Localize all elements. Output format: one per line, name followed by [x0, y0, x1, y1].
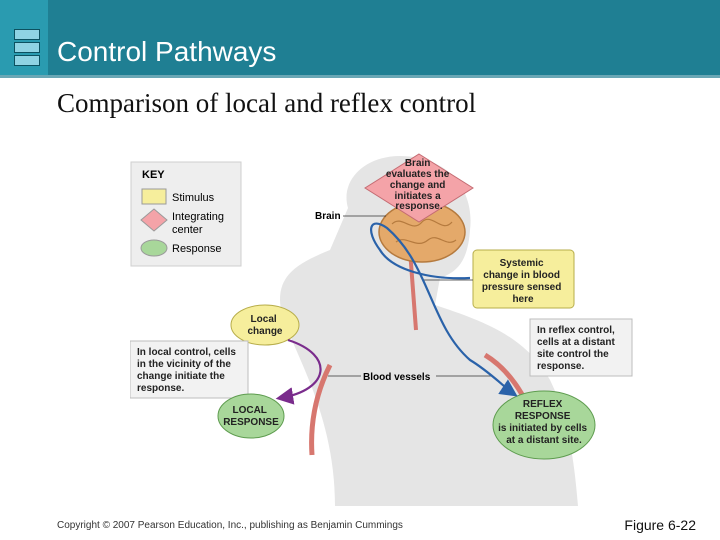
copyright-notice: Copyright © 2007 Pearson Education, Inc.… — [57, 520, 403, 531]
slide-title: Control Pathways — [57, 36, 277, 67]
integrating-key-swatch — [140, 208, 168, 232]
local-pathway-arrow — [275, 338, 322, 405]
brain-label: Brain — [315, 211, 341, 222]
local-change-label: Local change — [247, 314, 282, 337]
blood-vessels-label: Blood vessels — [363, 372, 431, 383]
reflex-response-label: REFLEX RESPONSE is initiated by cells at… — [498, 399, 590, 446]
brain-evaluates-label: Brain evaluates the change and initiates… — [386, 158, 452, 212]
local-response-oval — [217, 393, 285, 439]
key-box: KEY Stimulus Integrating center Response — [130, 161, 242, 267]
response-key-swatch — [140, 239, 168, 257]
reflex-note-text: In reflex control, cells at a distant si… — [537, 325, 618, 372]
local-response-label: LOCAL RESPONSE — [223, 405, 279, 428]
slide-logo-icon — [0, 0, 48, 75]
key-item-stimulus: Stimulus — [172, 192, 215, 204]
reflex-pathway-arrow — [370, 222, 518, 397]
slide-subtitle: Comparison of local and reflex control — [57, 88, 477, 118]
local-note-box — [129, 340, 249, 399]
figure-svg: KEY Stimulus Integrating center Response… — [129, 153, 633, 506]
slide-header — [0, 0, 720, 75]
header-divider — [0, 75, 720, 78]
key-item-response: Response — [172, 243, 222, 255]
key-item-integrating-2: center — [172, 224, 203, 236]
reflex-response-oval — [492, 390, 596, 460]
local-note-text: In local control, cells in the vicinity … — [137, 347, 239, 394]
systemic-change-box — [472, 249, 575, 309]
arm-vessel-left — [309, 363, 333, 456]
brain-integrating-diamond — [364, 153, 474, 223]
local-change-oval — [230, 304, 300, 346]
figure-number: Figure 6-22 — [624, 517, 696, 533]
key-item-integrating: Integrating — [172, 211, 224, 223]
key-title: KEY — [142, 169, 165, 181]
reflex-note-box — [529, 318, 633, 377]
stimulus-key-swatch — [141, 188, 167, 205]
control-pathways-figure: KEY Stimulus Integrating center Response… — [129, 150, 635, 510]
systemic-change-label: Systemic change in blood pressure sensed… — [482, 258, 564, 305]
